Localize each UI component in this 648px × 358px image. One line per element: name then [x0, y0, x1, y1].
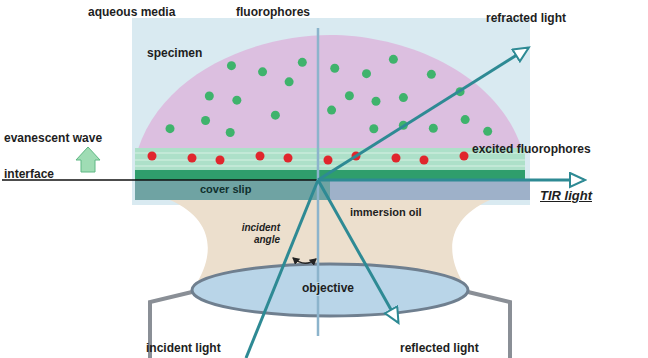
fluorophore: [427, 70, 436, 79]
incident-ray: [246, 180, 318, 358]
label-holder: excited fluorophores: [472, 139, 591, 157]
objective-lens: objective: [190, 262, 470, 318]
part-label: fluorophores: [236, 6, 310, 20]
node-label: objective: [300, 282, 356, 296]
excited-fluorophore: [392, 154, 401, 163]
node-text-holder: objective: [300, 282, 356, 296]
node-text-holder: specimen: [147, 47, 202, 61]
fluorophore: [226, 128, 235, 137]
fluorophore: [345, 91, 354, 100]
label-holder: refracted light: [486, 8, 566, 26]
reflected-ray: [318, 180, 398, 322]
cover-slip-right: [330, 180, 530, 200]
label-holder: TIR light: [540, 186, 592, 204]
node-text-holder: immersion oil: [350, 206, 422, 219]
cover-slip-band: cover slip: [135, 180, 530, 200]
tir-ray: [318, 179, 584, 182]
excited-fluorophore: [148, 152, 157, 161]
fluorophore-dots: [148, 55, 493, 165]
evanescent-band: [135, 148, 525, 170]
ray-label: reflected light: [400, 342, 479, 356]
node-shape: [135, 180, 530, 200]
fluorophore: [372, 97, 381, 106]
band-line: [135, 166, 525, 167]
label-holder: incident angle: [230, 222, 280, 247]
node-text-holder: cover slip: [200, 183, 251, 196]
excited-fluorophore: [188, 154, 197, 163]
fluorophore: [362, 69, 371, 78]
label-holder: fluorophores: [236, 2, 310, 20]
ray-label: incident light: [146, 342, 221, 356]
fluorophore: [285, 77, 294, 86]
fluorophore: [166, 124, 175, 133]
fluorophore: [227, 61, 236, 70]
aqueous-media-region: [132, 18, 530, 205]
incident-angle-arc: [293, 258, 316, 263]
objective-outline: [192, 264, 468, 316]
node-label: specimen: [147, 47, 202, 61]
fluorophore: [389, 55, 398, 64]
fluorophore: [330, 64, 339, 73]
fluorophore: [369, 124, 378, 133]
part-label: excited fluorophores: [472, 143, 591, 157]
excited-fluorophore: [284, 154, 293, 163]
fluorophore: [201, 116, 210, 125]
wave-label: evanescent wave: [4, 132, 102, 146]
ray-label: refracted light: [486, 12, 566, 26]
excited-fluorophore: [256, 152, 265, 161]
fluorophore: [205, 92, 214, 101]
fluorophore: [258, 67, 267, 76]
fluorophore: [429, 124, 438, 133]
label-holder: interface: [4, 164, 54, 182]
fluorophore: [271, 111, 280, 120]
node-label: cover slip: [200, 183, 251, 196]
interface-label: interface: [4, 168, 54, 182]
node-label: immersion oil: [350, 206, 422, 219]
label-holder: incident light: [146, 338, 221, 356]
fluorophore: [232, 96, 241, 105]
angle-label: incident angle: [230, 222, 280, 245]
excited-fluorophore: [460, 152, 469, 161]
label-holder: aqueous media: [88, 2, 175, 20]
cover-slip-left: [135, 180, 330, 200]
ray-label: TIR light: [540, 189, 592, 204]
label-holder: reflected light: [400, 338, 479, 356]
fluorophore: [483, 127, 492, 136]
fluorophore: [399, 93, 408, 102]
excited-fluorophore: [216, 156, 225, 165]
specimen-outline: [135, 35, 525, 180]
evanescent-arrow: [76, 147, 100, 172]
fluorophore: [327, 106, 336, 115]
region-label: aqueous media: [88, 6, 175, 20]
refracted-ray: [318, 48, 528, 180]
fluorophore: [461, 115, 470, 124]
excited-fluorophore: [324, 156, 333, 165]
label-holder: evanescent wave: [4, 128, 102, 146]
excited-fluorophore: [420, 156, 429, 165]
fluorophore: [298, 58, 307, 67]
